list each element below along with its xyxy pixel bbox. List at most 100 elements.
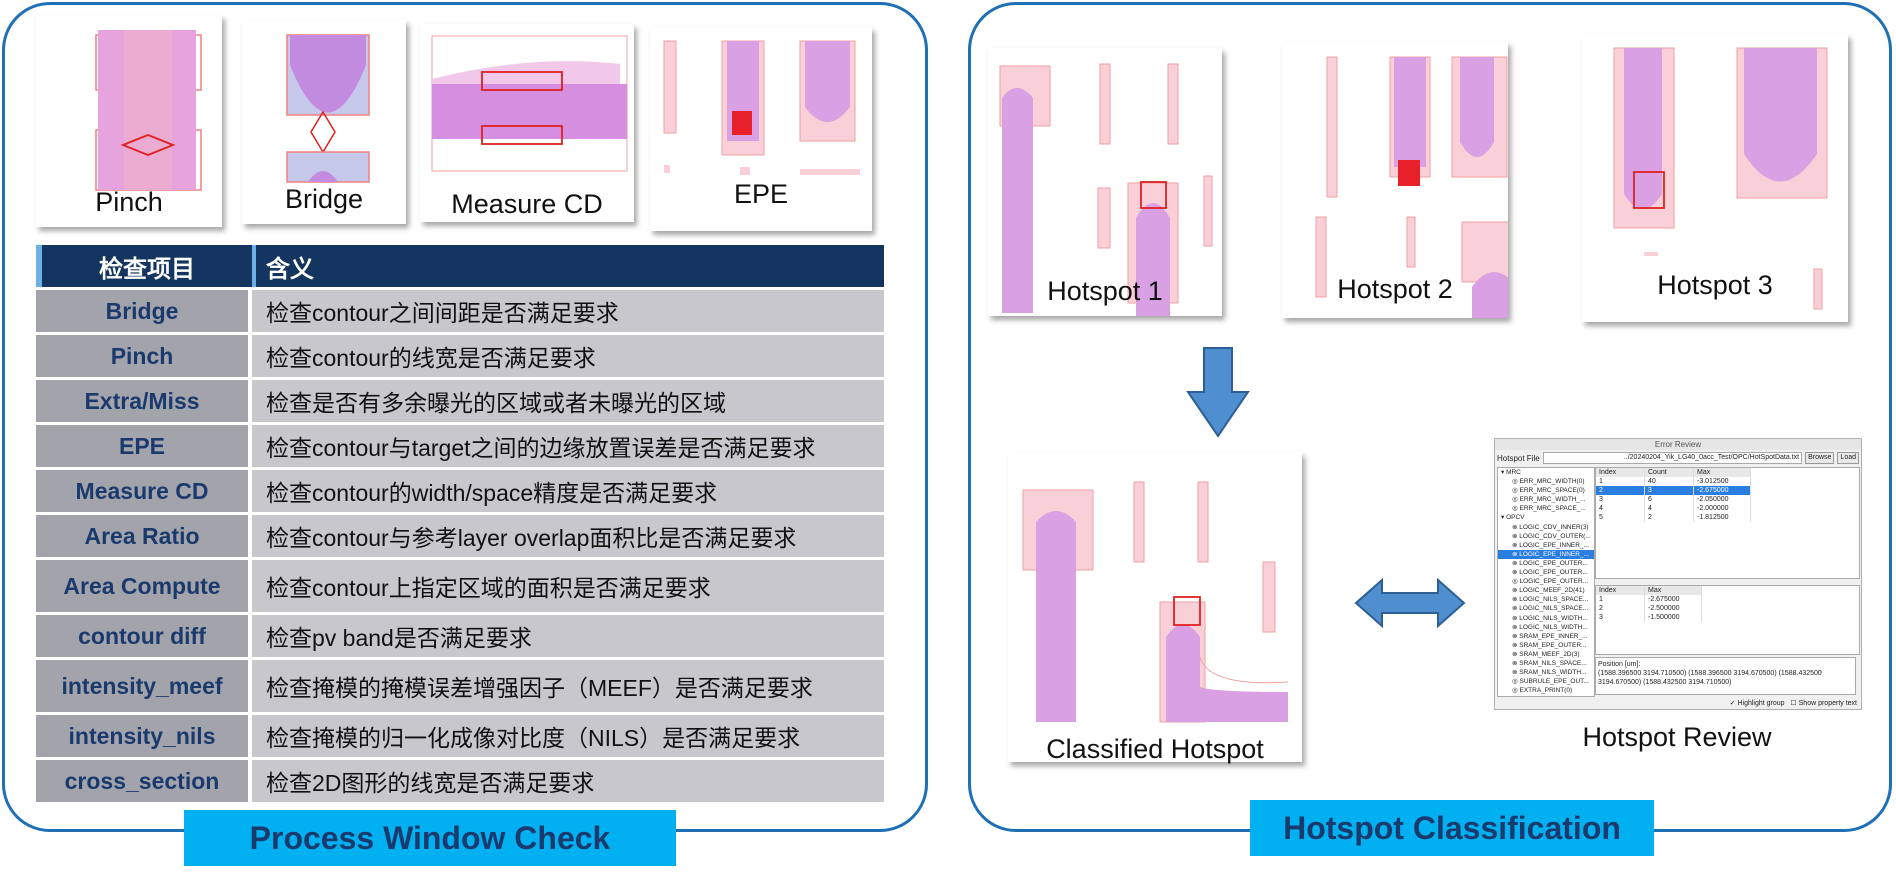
tree-item[interactable]: ⊗ LOGIC_CDV_OUTER(... [1512,532,1591,540]
grid-header-cell[interactable]: Count [1644,468,1694,477]
bridge-thumbnail: Bridge [242,20,406,224]
hotspot-1-image [999,63,1213,316]
grid-row[interactable]: 1-2.675000 [1596,595,1702,604]
grid-cell: 6 [1644,495,1694,504]
hotspot-2-label: Hotspot 2 [1337,274,1453,304]
grid-cell: 1 [1596,477,1645,486]
tree-item[interactable]: ◎ EXTRA_PRINT(0) [1512,687,1573,695]
bridge-label: Bridge [284,184,364,214]
grid-header-cell[interactable]: Index [1596,586,1645,595]
measure-cd-label: Measure CD [451,189,603,219]
grid-cell: 40 [1644,477,1694,486]
grid-cell: -2.675000 [1644,595,1702,604]
grid-row[interactable]: 3-1.500000 [1596,613,1702,622]
tree-item[interactable]: ⊗ SRAM_NILS_SPACE... [1512,659,1587,667]
process-window-banner: Process Window Check [184,810,676,866]
tree-item[interactable]: ⊗ SRAM_EPE_OUTER... [1512,641,1587,649]
table-header-row: 检查项目 含义 [36,245,884,287]
check-item-meaning: 检查contour之间间距是否满足要求 [252,290,884,332]
position-box: Position [um]: (1588.396500 3194.710500)… [1595,657,1856,695]
tree-item[interactable]: ⊗ SRAM_EPE_INNER_... [1512,632,1588,640]
tree-item[interactable]: ⊗ LOGIC_NILS_SPACE... [1512,605,1589,613]
rule-tree[interactable]: ▾ MRC ◎ ERR_MRC_WIDTH(0)◎ ERR_MRC_SPACE(0… [1497,467,1595,697]
hotspot-file-input[interactable]: ../20240204_Yik_LG40_0acc_Test/OPC/HotSp… [1542,452,1803,464]
tree-item[interactable]: ▾ MRC [1501,469,1521,476]
highlight-group-checkbox[interactable]: ✓ Highlight group [1729,700,1785,707]
grid-cell: 4 [1644,504,1694,513]
hotspot-1-card: Hotspot 1 [988,48,1222,316]
tree-item[interactable]: ⊗ LOGIC_EPE_OUTER... [1512,559,1588,567]
footer-options: ✓ Highlight group ☐ Show property text [1730,699,1857,707]
grid-row[interactable]: 2-2.500000 [1596,604,1702,613]
measure-cd-thumbnail: Measure CD [420,24,634,222]
check-item-name: Pinch [36,335,252,377]
hotspot-review-label: Hotspot Review [1582,722,1772,752]
position-text: (1588.396500 3194.710500) (1588.396500 3… [1598,670,1822,686]
grid-cell: 3 [1596,613,1645,622]
tree-item[interactable]: ⊗ LOGIC_NILS_SPACE... [1512,596,1589,604]
pinch-image [95,30,202,191]
measure-cd-image [431,35,628,172]
classified-hotspot-card: Classified Hotspot [1008,452,1302,764]
tree-item[interactable]: ⊗ LOGIC_CDV_INNER(3) [1512,523,1589,531]
tree-item[interactable]: ⊗ LOGIC_EPE_OUTER... [1512,569,1588,577]
grid-cell: -2.500000 [1644,604,1702,613]
show-property-checkbox[interactable]: ☐ Show property text [1790,700,1857,707]
grid-header-cell[interactable]: Max [1693,468,1751,477]
tree-item[interactable]: ⊗ LOGIC_EPE_INNER_... [1498,549,1594,559]
tree-item[interactable]: ⊗ LOGIC_MEEF_2D(41) [1512,587,1585,595]
grid-cell: -2.050000 [1693,495,1751,504]
tree-item[interactable]: ▾ OPCV [1501,514,1525,522]
load-button[interactable]: Load [1837,452,1859,464]
grid-cell: -3.012500 [1693,477,1751,486]
check-item-name: intensity_meef [36,660,252,712]
double-arrow-icon [1354,578,1466,628]
check-item-meaning: 检查contour的线宽是否满足要求 [252,335,884,377]
tree-item[interactable]: ◎ ERR_MRC_WIDTH(0) [1512,478,1585,486]
tree-item[interactable]: ◎ ERR_MRC_WIDTH_... [1512,496,1586,504]
check-item-name: Bridge [36,290,252,332]
grid-cell: 3 [1596,495,1645,504]
tree-item[interactable]: ⊗ SRAM_NILS_WIDTH... [1512,669,1587,677]
grid-cell: -2.000000 [1693,504,1751,513]
grid-cell: 3 [1644,486,1694,495]
grid-header-cell[interactable]: Index [1596,468,1645,477]
header-check-item: 检查项目 [36,245,252,287]
grid-header-cell[interactable]: Max [1644,586,1702,595]
tree-item[interactable]: ⊗ LOGIC_NILS_WIDTH... [1512,614,1588,622]
grid-cell: 4 [1596,504,1645,513]
tree-item[interactable]: ⊗ LOGIC_NILS_WIDTH... [1512,623,1588,631]
hotspot-file-label: Hotspot File [1497,453,1540,463]
tree-item[interactable]: ◎ LOGIC_EPE_OUTER... [1512,578,1589,586]
position-label: Position [um]: [1598,661,1641,668]
grid-cell: -1.812500 [1693,513,1751,522]
tree-item[interactable]: ◎ ERR_MRC_SPACE(0) [1512,487,1585,495]
hotspot-1-label: Hotspot 1 [1047,276,1163,306]
grid-cell: 5 [1596,513,1645,522]
grid-cell: 2 [1596,486,1645,495]
tree-item[interactable]: ⊗ LOGIC_EPE_INNER_... [1512,541,1589,549]
tree-item[interactable]: ◎ ERR_MRC_SPACE_... [1512,505,1586,513]
check-item-meaning: 检查contour与target之间的边缘放置误差是否满足要求 [252,425,884,467]
tree-item[interactable]: ◎ SUBRULE_EPE_OUT... [1512,678,1589,686]
check-item-name: EPE [36,425,252,467]
epe-label: EPE [733,179,789,209]
header-meaning: 含义 [252,245,884,287]
tree-item[interactable]: ⊗ SRAM_MEEF_2D(3) [1512,650,1580,658]
browse-button[interactable]: Browse [1805,452,1835,464]
check-item-name: Area Ratio [36,515,252,557]
